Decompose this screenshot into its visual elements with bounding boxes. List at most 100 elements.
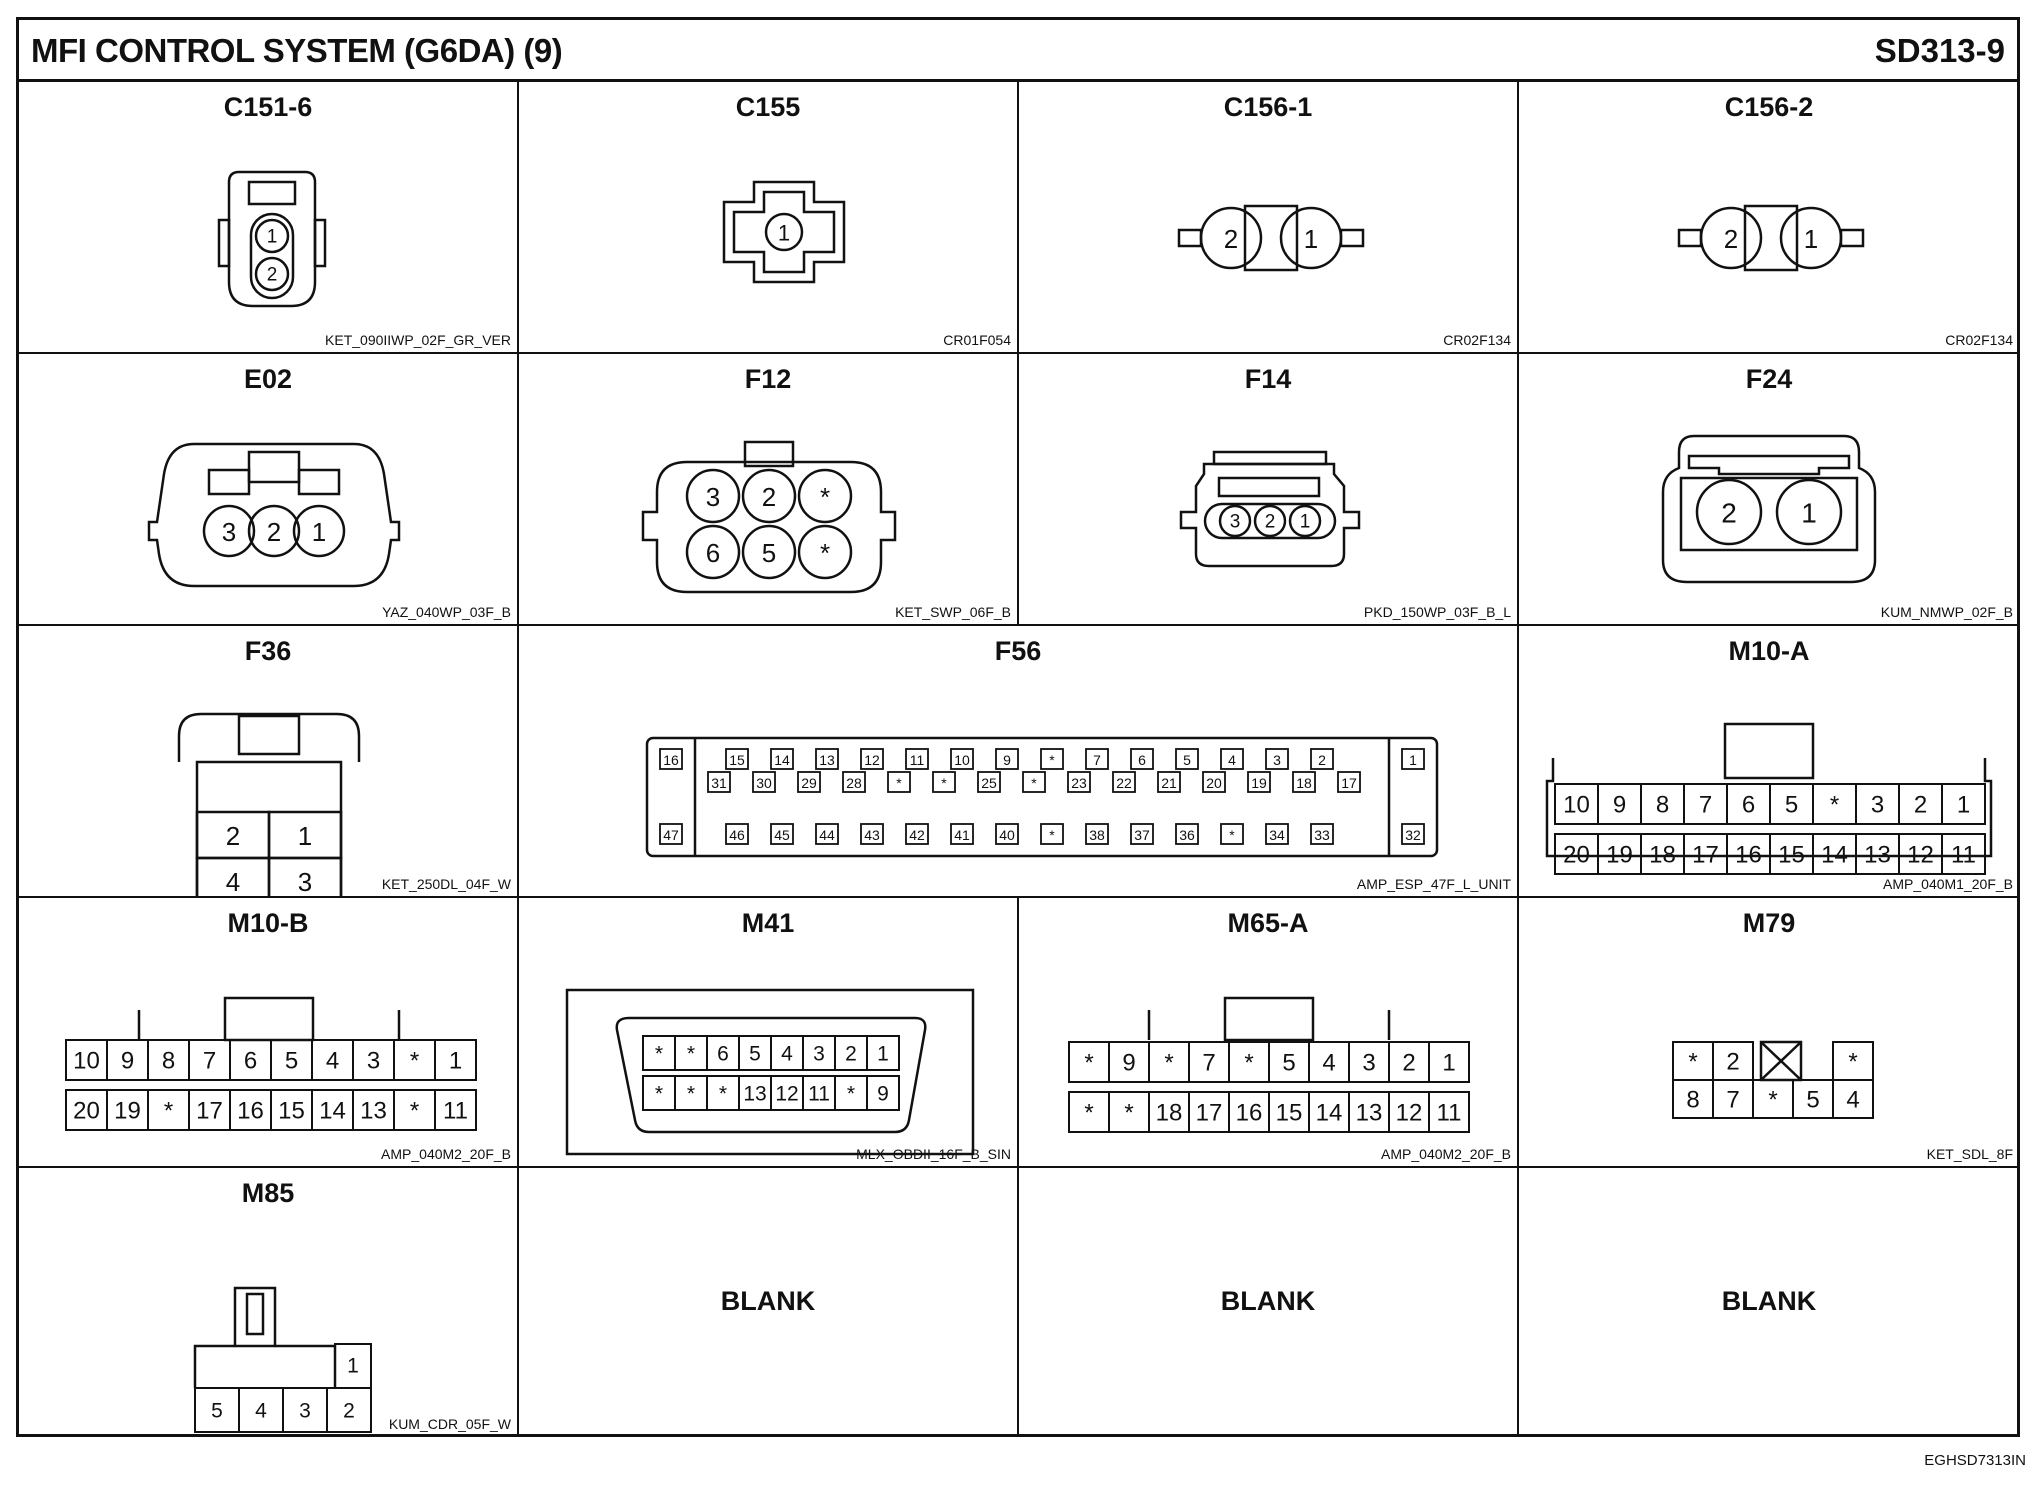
- connector-housing: [645, 736, 1439, 858]
- pin-label: 44: [819, 827, 835, 843]
- pin-label: 4: [326, 1048, 339, 1075]
- pin-label: 1: [877, 1043, 889, 1066]
- connector-housing: [193, 1344, 337, 1388]
- pin-label: *: [1244, 1050, 1253, 1077]
- pin-label: 3: [299, 1400, 311, 1423]
- pin-label: 1: [298, 821, 312, 851]
- pin-label: 2: [1914, 792, 1927, 819]
- blank-label: BLANK: [1721, 1286, 1817, 1316]
- pin-label: 9: [121, 1048, 134, 1075]
- pin-label: 3: [1362, 1050, 1375, 1077]
- pin-cavity: [659, 823, 683, 845]
- pin-cavity: [659, 748, 683, 770]
- pin-label: 5: [1785, 792, 1798, 819]
- pin-label: 4: [1846, 1087, 1859, 1114]
- pin-label: *: [1031, 775, 1037, 791]
- pin-cavity: [842, 771, 866, 793]
- connector-part-code: AMP_040M1_20F_B: [1883, 876, 2013, 892]
- pin-label: *: [1229, 827, 1235, 843]
- pin-label: 2: [845, 1043, 857, 1066]
- pin-label: 8: [1686, 1087, 1699, 1114]
- pin-label: 41: [954, 827, 970, 843]
- pin-cavity: [1130, 823, 1154, 845]
- pin-label: 19: [1606, 842, 1633, 869]
- pin-label: 3: [1273, 752, 1281, 768]
- pin-cavity: [292, 504, 346, 558]
- pin-cavity: [1265, 748, 1289, 770]
- locking-tab: [237, 714, 301, 756]
- pin-label: *: [687, 1083, 695, 1106]
- pin-label: 2: [267, 517, 281, 547]
- pin-cavity: [1253, 504, 1287, 538]
- pin-label: 8: [1656, 792, 1669, 819]
- pin-cavity: [1247, 771, 1271, 793]
- pin-label: 16: [1236, 1100, 1263, 1127]
- pin-label: 47: [663, 827, 679, 843]
- connector-housing: [147, 442, 401, 588]
- pin-label: 3: [298, 867, 312, 897]
- pin-label: 18: [1156, 1100, 1183, 1127]
- pin-label: 4: [226, 867, 240, 897]
- guide-rib: [207, 468, 251, 496]
- pin-label: 3: [1230, 512, 1241, 533]
- sheet-code: SD313-9: [1874, 32, 2005, 69]
- pin-cavity: [1040, 748, 1064, 770]
- pin-label: 2: [1318, 752, 1326, 768]
- pin-label: 1: [1300, 512, 1311, 533]
- side-tab: [1339, 228, 1365, 248]
- pin-label: *: [410, 1048, 419, 1075]
- pin-label: 3: [813, 1043, 825, 1066]
- pin-label: 43: [864, 827, 880, 843]
- pin-label: 6: [706, 538, 720, 568]
- pin-label: 11: [1951, 842, 1976, 869]
- obd-trapezoid: [615, 1016, 927, 1134]
- connector-sheet: MFI CONTROL SYSTEM (G6DA) (9) SD313-9 C1…: [16, 17, 2020, 1437]
- pin-label: 14: [319, 1098, 346, 1125]
- pin-label: 20: [73, 1098, 100, 1125]
- pin-cavity: [797, 524, 853, 580]
- locking-tab: [223, 996, 315, 1042]
- side-tab: [1177, 228, 1203, 248]
- connector-part-code: KET_250DL_04F_W: [381, 876, 511, 892]
- pin-cavity: [815, 748, 839, 770]
- pin-label: 16: [237, 1098, 264, 1125]
- pin-label: *: [719, 1083, 727, 1106]
- pin-label: 20: [1206, 775, 1222, 791]
- pin-label: 17: [1692, 842, 1719, 869]
- pin-label: 2: [1721, 498, 1737, 529]
- pin-cavity: [1292, 771, 1316, 793]
- pin-label: 15: [278, 1098, 305, 1125]
- pin-label: 29: [801, 775, 817, 791]
- connector-name: F14: [1244, 364, 1292, 394]
- pin-label: 14: [1316, 1100, 1343, 1127]
- pin-cavity: [950, 823, 974, 845]
- pin-label: 4: [255, 1400, 267, 1423]
- pin-cavity: [797, 771, 821, 793]
- pin-cavity: [1401, 823, 1425, 845]
- pin-label: 18: [1649, 842, 1676, 869]
- pin-label: 46: [729, 827, 745, 843]
- pin-cavity: [202, 504, 256, 558]
- guide-rib: [297, 468, 341, 496]
- side-tab: [1677, 228, 1703, 248]
- connector-name: C156-2: [1724, 92, 1814, 122]
- pin-label: 3: [367, 1048, 380, 1075]
- pin-label: 9: [1003, 752, 1011, 768]
- connector-name: M41: [741, 908, 795, 938]
- pin-label: 13: [743, 1083, 766, 1106]
- connector-part-code: CR02F134: [1443, 332, 1511, 348]
- pin-cavity: [254, 256, 290, 292]
- sheet-title: MFI CONTROL SYSTEM (G6DA) (9): [31, 32, 563, 69]
- pin-label: 7: [1726, 1087, 1739, 1114]
- pin-label: 14: [774, 752, 790, 768]
- pin-label: 2: [226, 821, 240, 851]
